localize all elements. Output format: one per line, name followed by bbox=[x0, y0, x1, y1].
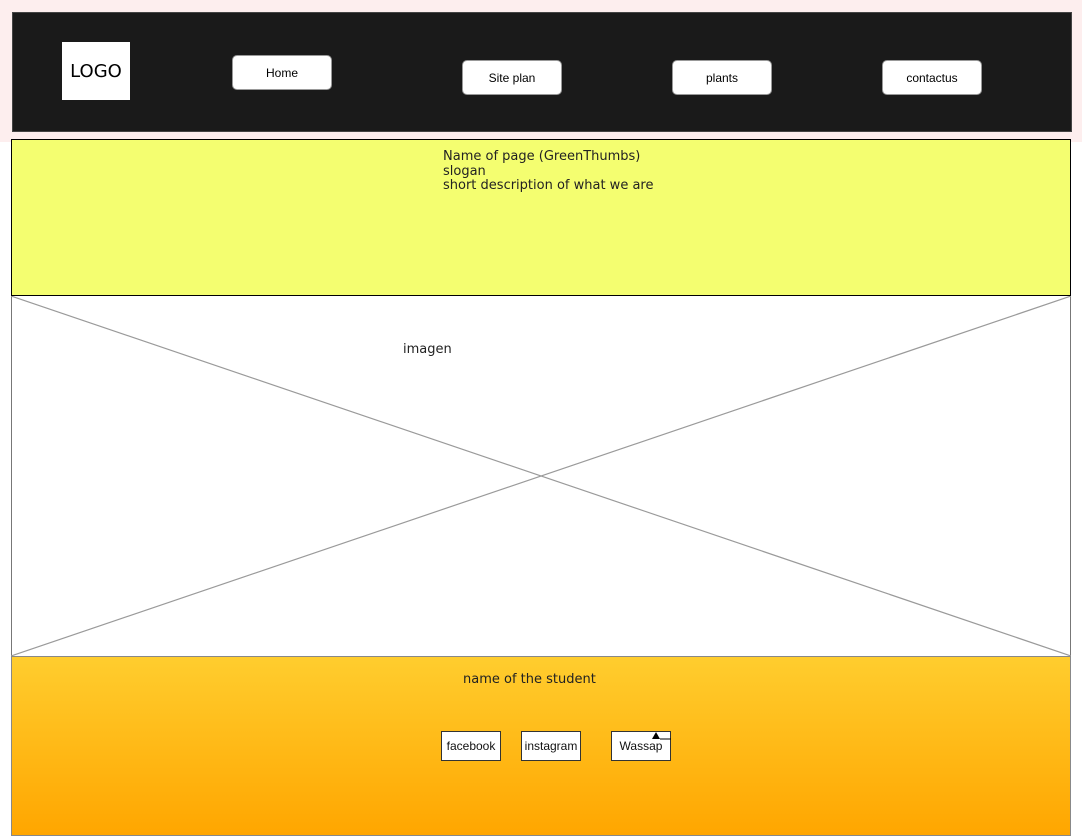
nav-plants-label: plants bbox=[705, 70, 739, 85]
nav-site-plan-button[interactable]: Site plan bbox=[462, 60, 562, 95]
student-name: name of the student bbox=[463, 672, 596, 687]
hero-text: Name of page (GreenThumbs) slogan short … bbox=[443, 149, 654, 194]
nav-home-label: Home bbox=[265, 65, 298, 80]
facebook-label: facebook bbox=[446, 739, 496, 753]
wassap-triangle-icon bbox=[652, 732, 671, 740]
page-name: Name of page (GreenThumbs) bbox=[443, 149, 641, 164]
nav-site-plan-label: Site plan bbox=[488, 70, 536, 85]
hero-section bbox=[11, 139, 1071, 296]
wassap-button[interactable]: Wassap bbox=[611, 731, 671, 761]
facebook-button[interactable]: facebook bbox=[441, 731, 501, 761]
instagram-button[interactable]: instagram bbox=[521, 731, 581, 761]
cross-line-up bbox=[11, 296, 1071, 656]
image-placeholder-cross bbox=[11, 296, 1071, 656]
wassap-label: Wassap bbox=[619, 739, 663, 753]
instagram-label: instagram bbox=[524, 739, 578, 753]
nav-contactus-label: contactus bbox=[906, 70, 958, 85]
logo-text: LOGO bbox=[70, 60, 122, 82]
nav-contactus-button[interactable]: contactus bbox=[882, 60, 982, 95]
nav-home-button[interactable]: Home bbox=[232, 55, 332, 90]
image-label: imagen bbox=[403, 342, 452, 357]
short-description: short description of what we are bbox=[443, 178, 654, 194]
logo[interactable]: LOGO bbox=[62, 42, 130, 100]
slogan: slogan bbox=[443, 163, 486, 179]
nav-plants-button[interactable]: plants bbox=[672, 60, 772, 95]
